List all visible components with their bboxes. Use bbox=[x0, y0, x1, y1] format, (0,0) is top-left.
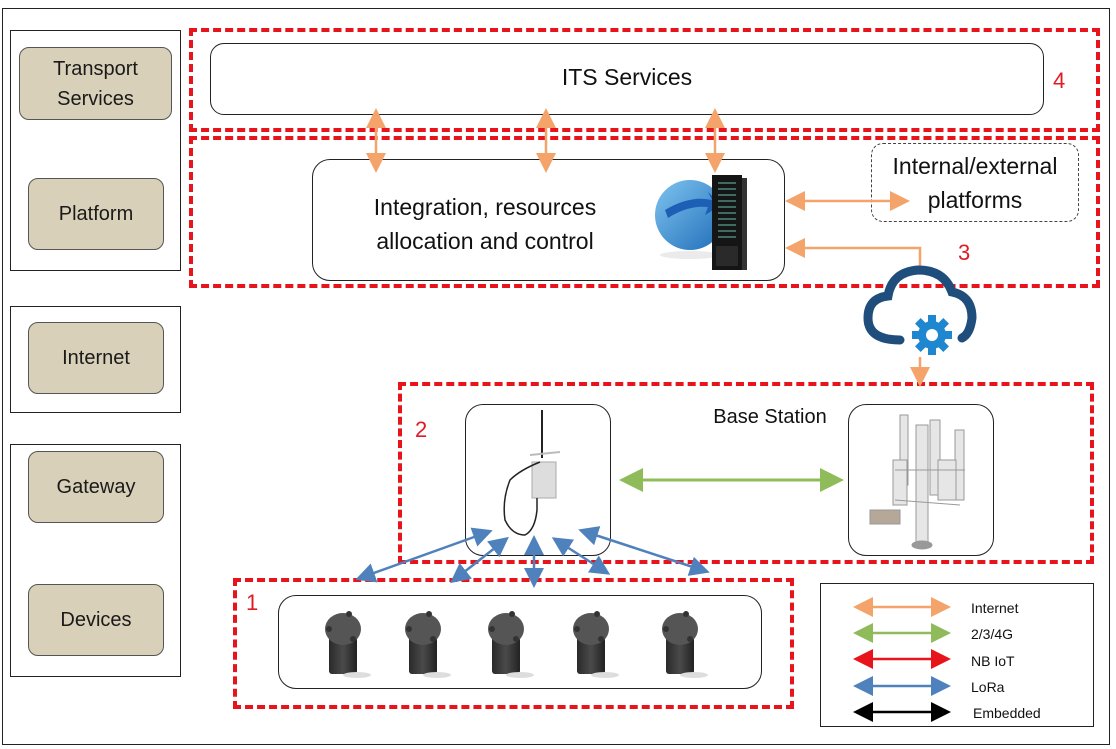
legend-item-lora: LoRa bbox=[971, 679, 1005, 695]
its-services-title: ITS Services bbox=[561, 64, 693, 90]
layer-internet: Internet bbox=[28, 322, 164, 394]
legend-item-internet: Internet bbox=[971, 600, 1019, 616]
zone-2-gateway bbox=[398, 382, 1094, 564]
base-station-box bbox=[848, 404, 994, 556]
platform-title-line1: Integration, resources bbox=[373, 194, 597, 220]
layer-devices: Devices bbox=[28, 584, 164, 656]
its-services-box bbox=[210, 43, 1044, 115]
legend: Internet 2/3/4G NB IoT LoRa Embedded bbox=[820, 583, 1094, 727]
layer-platform: Platform bbox=[28, 178, 164, 250]
zone-1-devices bbox=[233, 578, 794, 709]
zone-label-1: 1 bbox=[246, 590, 259, 615]
layer-gateway: Gateway bbox=[28, 451, 164, 523]
layer-transport-services: Transport Services bbox=[19, 47, 172, 120]
zone-label-4: 4 bbox=[1053, 68, 1066, 93]
base-station-label: Base Station bbox=[713, 406, 827, 428]
legend-item-234g: 2/3/4G bbox=[971, 626, 1014, 642]
zone-3-platform bbox=[189, 136, 1100, 288]
diagram-frame bbox=[2, 8, 1110, 745]
legend-item-embedded: Embedded bbox=[973, 705, 1041, 721]
platform-title-line2: allocation and control bbox=[376, 228, 594, 254]
devices-box bbox=[278, 595, 762, 689]
zone-4-its-services bbox=[189, 28, 1100, 132]
legend-item-nbiot: NB IoT bbox=[971, 653, 1015, 669]
zone-label-3: 3 bbox=[958, 240, 971, 265]
gateway-box bbox=[465, 404, 611, 556]
zone-label-2: 2 bbox=[415, 417, 428, 442]
